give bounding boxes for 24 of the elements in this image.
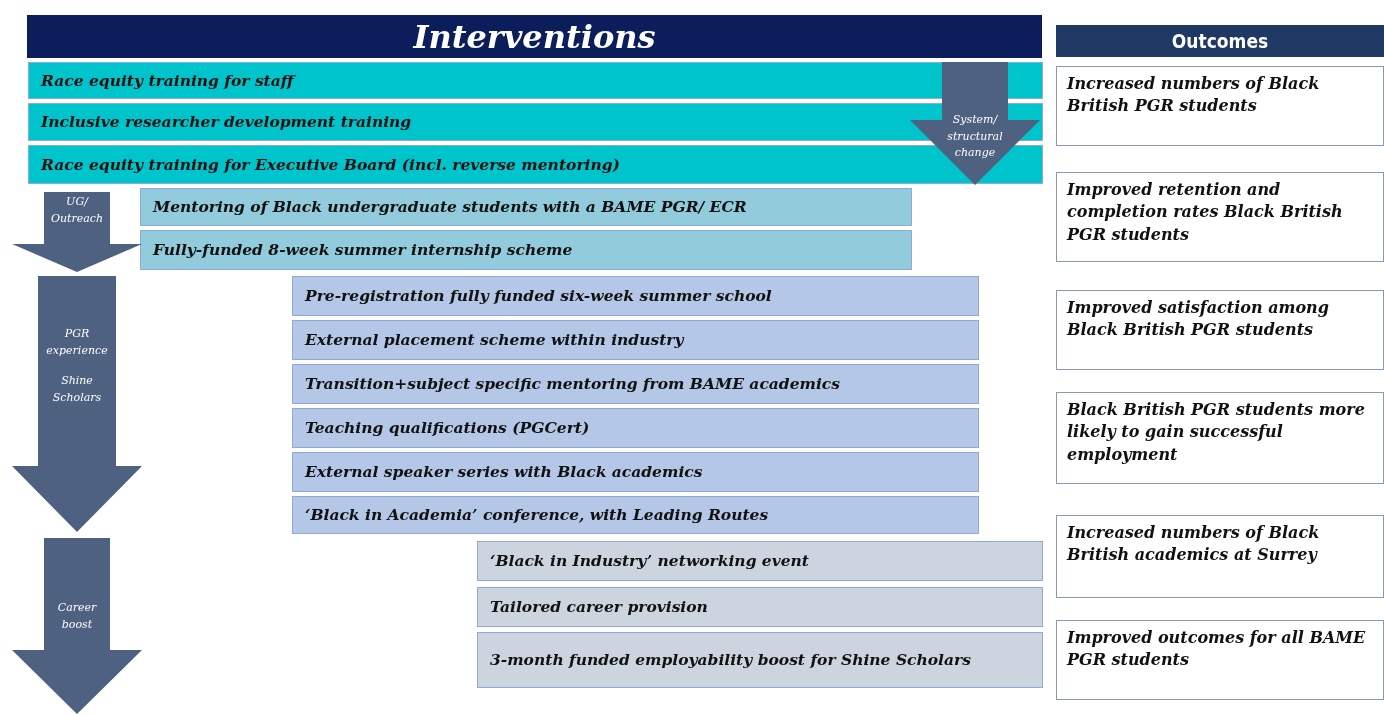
- heading-banner: Outcomes: [1056, 25, 1384, 57]
- down-arrow-shape: System/ structural change: [910, 62, 1040, 185]
- intervention-bar: Teaching qualifications (PGCert): [292, 408, 979, 448]
- down-arrow-shape: UG/ Outreach: [12, 192, 142, 272]
- intervention-bar: Race equity training for staff: [28, 62, 1043, 99]
- outcome-box: Improved retention and completion rates Black British PGR students: [1056, 172, 1384, 262]
- intervention-bar: ‘Black in Academia’ conference, with Leading Routes: [292, 496, 979, 534]
- intervention-bar: Pre-registration fully funded six-week summer school: [292, 276, 979, 316]
- outcome-box: Increased numbers of Black British PGR students: [1056, 66, 1384, 146]
- down-arrow-shape: PGR experience Shine Scholars: [12, 276, 142, 532]
- intervention-bar: External speaker series with Black academics: [292, 452, 979, 492]
- intervention-bar: Mentoring of Black undergraduate students with a BAME PGR/ ECR: [140, 188, 912, 226]
- outcome-box: Increased numbers of Black British academics at Surrey: [1056, 515, 1384, 598]
- intervention-bar: External placement scheme within industry: [292, 320, 979, 360]
- down-arrow-shape: Career boost: [12, 538, 142, 714]
- intervention-bar: Transition+subject specific mentoring from BAME academics: [292, 364, 979, 404]
- heading-banner: Interventions: [27, 15, 1042, 58]
- outcome-box: Improved satisfaction among Black British PGR students: [1056, 290, 1384, 370]
- intervention-bar: 3-month funded employability boost for Shine Scholars: [477, 632, 1043, 688]
- intervention-bar: Tailored career provision: [477, 587, 1043, 627]
- intervention-bar: ‘Black in Industry’ networking event: [477, 541, 1043, 581]
- outcome-box: Improved outcomes for all BAME PGR students: [1056, 620, 1384, 700]
- intervention-bar: Fully-funded 8-week summer internship scheme: [140, 230, 912, 270]
- outcome-box: Black British PGR students more likely to gain successful employment: [1056, 392, 1384, 484]
